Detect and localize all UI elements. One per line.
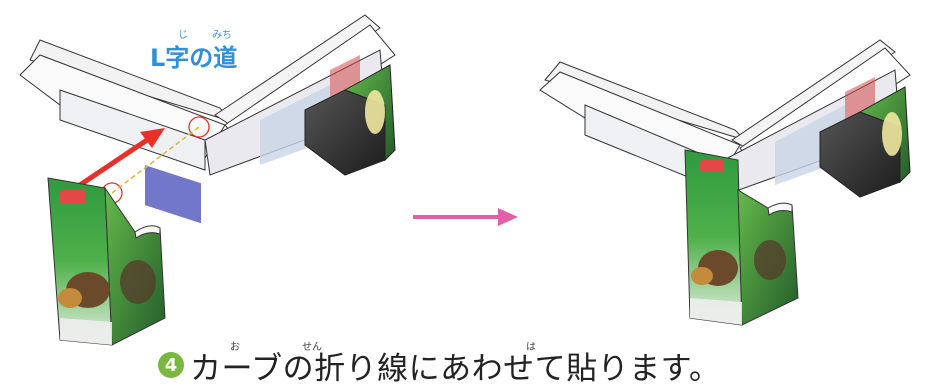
green-box-piece	[47, 177, 166, 346]
title-ruby-michi: みち	[212, 30, 232, 41]
furigana-ha: は	[526, 342, 536, 353]
step-number-badge: 4	[158, 352, 184, 378]
green-box-attached	[684, 149, 799, 326]
l-road-left	[19, 14, 396, 224]
furigana-ori: お	[230, 342, 240, 353]
transition-arrow	[413, 208, 518, 226]
title-label: L字の道	[150, 44, 238, 72]
title-ruby-ji: じ	[178, 30, 188, 41]
attach-arrow	[78, 128, 165, 188]
instruction-caption: 4 カーブの折り線にあわせて貼ります。	[158, 345, 721, 387]
furigana-sen: せん	[302, 342, 322, 353]
instruction-text: カーブの折り線にあわせて貼ります。	[190, 350, 721, 387]
guide-dashed-line	[111, 126, 200, 194]
